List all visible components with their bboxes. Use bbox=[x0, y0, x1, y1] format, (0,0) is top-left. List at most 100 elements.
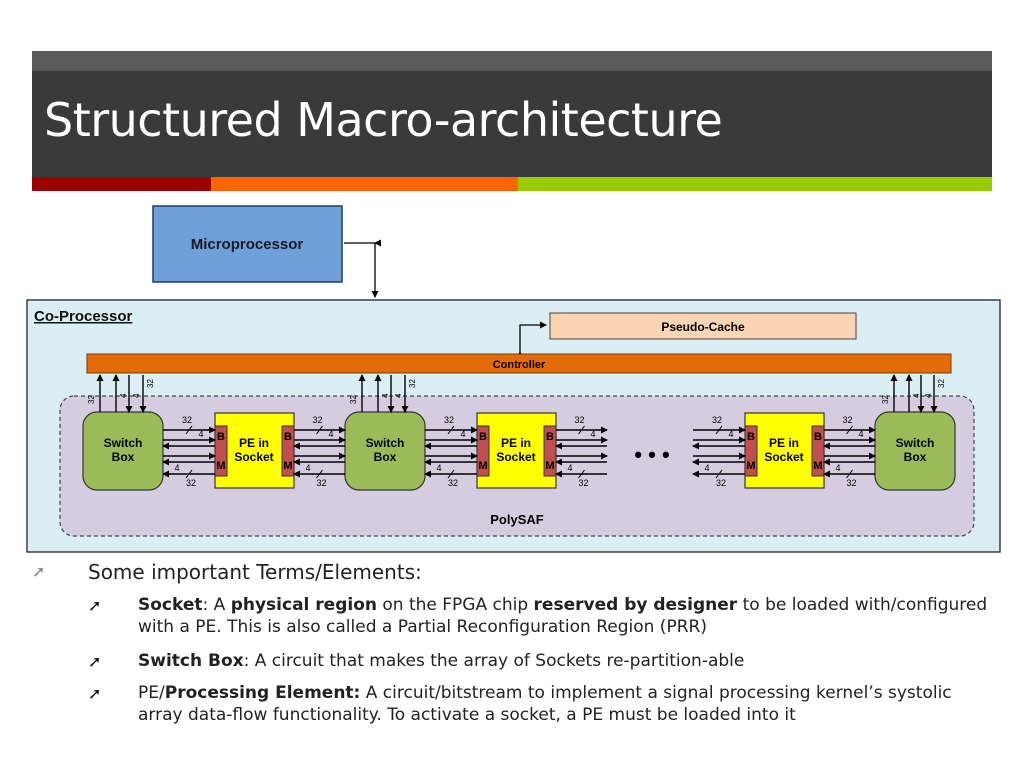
link-left-pe3 bbox=[715, 469, 723, 479]
pe-socket-2-port-b: B bbox=[546, 431, 554, 443]
accent-strip-red bbox=[32, 177, 211, 191]
term-pe: ➚ PE/Processing Element: A circuit/bitst… bbox=[88, 682, 998, 726]
ctrl-link-sb3-label-32: 32 bbox=[881, 395, 890, 404]
link-sb1-pe1-label-32: 32 bbox=[186, 478, 196, 488]
link-pe3-sb3-label-32: 32 bbox=[846, 478, 856, 488]
term-pe-text: PE/Processing Element: A circuit/bitstre… bbox=[138, 683, 952, 725]
pseudo-cache-link-arrow bbox=[516, 321, 547, 358]
term-text-part: Socket bbox=[138, 595, 203, 615]
switch-box-3-label: Switch bbox=[896, 436, 935, 450]
ctrl-link-sb1-label-32: 32 bbox=[146, 379, 155, 388]
accent-strip-green bbox=[518, 177, 992, 191]
architecture-diagram: Microprocessor Co-Processor Pseudo-Cache… bbox=[26, 205, 1001, 553]
link-pe2-right-label-4: 4 bbox=[590, 429, 595, 439]
bullet-arrow-icon: ➚ bbox=[88, 652, 102, 671]
title-top-strip bbox=[32, 51, 992, 71]
link-pe3-sb3-label-4: 4 bbox=[835, 463, 840, 473]
term-text-part: to be loaded with/configured with a PE. … bbox=[138, 595, 988, 637]
pe-socket-1-port-right bbox=[281, 425, 295, 477]
link-left-pe3-label-32: 32 bbox=[716, 478, 726, 488]
switch-box-2-label: Switch bbox=[366, 436, 405, 450]
term-text-part: A circuit/bitstream to implement a signa… bbox=[138, 683, 952, 725]
link-pe2-right-label-32: 32 bbox=[578, 478, 588, 488]
link-pe2-right-label-4: 4 bbox=[567, 463, 572, 473]
controller-bar bbox=[86, 353, 952, 374]
link-left-pe3 bbox=[715, 425, 723, 435]
link-sb2-pe2-label-4: 4 bbox=[460, 429, 465, 439]
microprocessor-box bbox=[152, 205, 343, 283]
term-switch-box-text: Switch Box: A circuit that makes the arr… bbox=[138, 651, 744, 671]
link-sb2-pe2-label-32: 32 bbox=[444, 415, 454, 425]
term-text-part: Processing Element: bbox=[164, 683, 361, 703]
link-sb2-pe2 bbox=[447, 469, 455, 479]
switch-box-2-label: Box bbox=[374, 450, 397, 464]
link-pe3-sb3 bbox=[846, 425, 853, 435]
ctrl-link-sb1-label-4: 4 bbox=[119, 393, 128, 398]
link-pe1-sb2 bbox=[316, 469, 323, 479]
pe-socket-2-port-right bbox=[543, 425, 557, 477]
pe-socket-1 bbox=[214, 412, 295, 489]
link-pe1-sb2 bbox=[316, 425, 323, 435]
link-left-pe3-label-4: 4 bbox=[728, 429, 733, 439]
pe-socket-1-port-b: B bbox=[284, 431, 292, 443]
pe-socket-2-port-b: B bbox=[479, 431, 487, 443]
switch-box-3-label: Box bbox=[904, 450, 927, 464]
term-text-part: physical region bbox=[230, 595, 377, 615]
link-sb2-pe2-label-32: 32 bbox=[448, 478, 458, 488]
link-pe3-sb3-label-4: 4 bbox=[858, 429, 863, 439]
link-pe1-sb2-label-32: 32 bbox=[312, 415, 322, 425]
terms-heading: Some important Terms/Elements: bbox=[88, 560, 422, 584]
link-sb1-pe1-label-4: 4 bbox=[198, 429, 203, 439]
link-sb2-pe2 bbox=[447, 425, 455, 435]
link-sb1-pe1-label-4: 4 bbox=[174, 463, 179, 473]
accent-strip-orange bbox=[211, 177, 518, 191]
switch-box-1 bbox=[82, 411, 164, 491]
bullet-arrow-icon: ➚ bbox=[88, 596, 102, 615]
link-sb2-pe2-label-4: 4 bbox=[436, 463, 441, 473]
pe-socket-2 bbox=[476, 412, 557, 489]
microprocessor-link-arrow bbox=[344, 243, 375, 297]
link-pe3-sb3 bbox=[846, 469, 853, 479]
link-pe2-right-label-32: 32 bbox=[574, 415, 584, 425]
pseudo-cache-label: Pseudo-Cache bbox=[661, 320, 745, 334]
link-left-pe3-label-4: 4 bbox=[704, 463, 709, 473]
controller-label: Controller bbox=[493, 359, 546, 371]
pe-socket-3-label: PE in bbox=[769, 436, 799, 450]
link-pe1-sb2-label-4: 4 bbox=[305, 463, 310, 473]
term-text-part: Switch Box bbox=[138, 651, 244, 671]
bullet-arrow-icon: ➚ bbox=[88, 684, 102, 703]
link-pe2-right bbox=[578, 469, 585, 479]
pe-socket-3-port-m: M bbox=[746, 460, 755, 472]
term-socket-text: Socket: A physical region on the FPGA ch… bbox=[138, 595, 987, 637]
pe-socket-1-port-m: M bbox=[216, 460, 225, 472]
pe-socket-3-port-left bbox=[744, 425, 758, 477]
pe-socket-2-label: PE in bbox=[501, 436, 531, 450]
pe-socket-3-port-right bbox=[811, 425, 825, 477]
pe-socket-3-port-b: B bbox=[814, 431, 822, 443]
pe-socket-3-port-b: B bbox=[747, 431, 755, 443]
ctrl-link-sb3-label-4: 4 bbox=[924, 393, 933, 398]
term-text-part: : A bbox=[202, 595, 231, 615]
term-text-part: reserved by designer bbox=[533, 595, 738, 615]
pe-socket-2-port-m: M bbox=[478, 460, 487, 472]
switch-box-2 bbox=[344, 411, 426, 491]
term-switch-box: ➚ Switch Box: A circuit that makes the a… bbox=[88, 650, 998, 672]
link-sb1-pe1 bbox=[185, 469, 193, 479]
pe-socket-2-label: Socket bbox=[496, 450, 535, 464]
heading-arrow-icon: ➚ bbox=[32, 562, 46, 581]
coprocessor-label: Co-Processor bbox=[34, 308, 133, 325]
link-sb1-pe1-label-32: 32 bbox=[182, 415, 192, 425]
page-title: Structured Macro-architecture bbox=[44, 93, 723, 147]
pe-socket-1-label: PE in bbox=[239, 436, 269, 450]
pe-socket-3-port-m: M bbox=[813, 460, 822, 472]
ctrl-link-sb1-label-4: 4 bbox=[132, 393, 141, 398]
term-socket: ➚ Socket: A physical region on the FPGA … bbox=[88, 594, 998, 638]
term-text-part: : A circuit that makes the array of Sock… bbox=[243, 651, 745, 671]
ctrl-link-sb1-label-32: 32 bbox=[87, 395, 96, 404]
switch-box-1-label: Box bbox=[112, 450, 135, 464]
term-text-part: on the FPGA chip bbox=[376, 595, 534, 615]
pseudo-cache-box bbox=[549, 312, 857, 340]
switch-box-3 bbox=[874, 411, 956, 491]
pe-socket-1-port-m: M bbox=[283, 460, 292, 472]
